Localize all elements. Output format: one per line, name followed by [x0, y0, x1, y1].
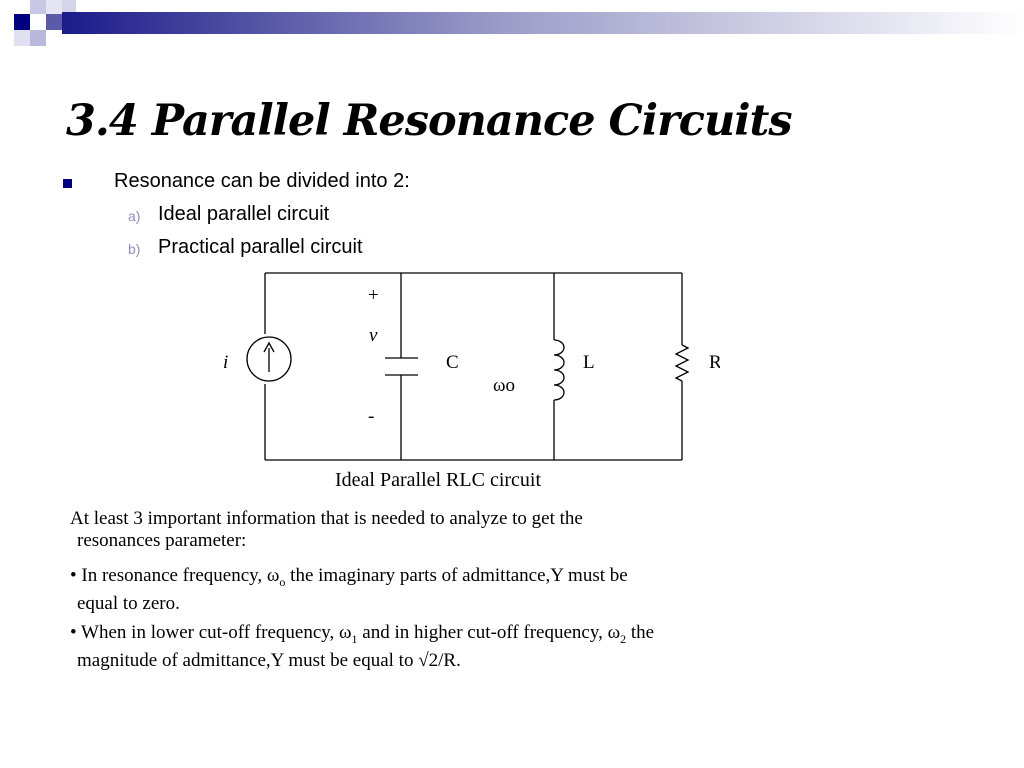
bullet-square-icon: [63, 179, 72, 188]
inductor-coil-icon: [553, 339, 565, 401]
rlc-circuit-diagram: + v - i C L R ωo: [223, 272, 720, 461]
voltage-v-label: v: [369, 325, 378, 346]
bullet-main: Resonance can be divided into 2:: [114, 170, 410, 192]
list-item-ideal: Ideal parallel circuit: [158, 203, 330, 225]
header-decoration: [0, 0, 1024, 46]
cutoff-text-rest: the: [626, 622, 655, 643]
resonance-text-prefix: • In resonance frequency, ω: [70, 565, 280, 586]
voltage-minus-label: -: [368, 406, 374, 427]
diagram-caption: Ideal Parallel RLC circuit: [335, 469, 542, 491]
cutoff-frequency-paragraph: • When in lower cut-off frequency, ω1 an…: [70, 622, 654, 672]
resonance-text-rest: the imaginary parts of admittance,Y must…: [285, 565, 628, 586]
omega-label: ωo: [493, 375, 515, 396]
resistor-zigzag-icon: [674, 344, 690, 382]
info-line-2: resonances parameter:: [77, 530, 247, 551]
cutoff-subscript-2: 2: [620, 631, 627, 646]
info-line-1: At least 3 important information that is…: [70, 508, 583, 529]
list-item-practical: Practical parallel circuit: [158, 236, 363, 258]
resonance-frequency-paragraph: • In resonance frequency, ωo the imagina…: [70, 565, 628, 615]
capacitor-label: C: [446, 352, 459, 373]
info-paragraph: At least 3 important information that is…: [70, 508, 583, 552]
resonance-line-2: equal to zero.: [77, 592, 180, 614]
cutoff-line-2: magnitude of admittance,Y must be equal …: [77, 649, 461, 671]
list-marker-a: a): [128, 208, 141, 224]
current-i-label: i: [223, 352, 228, 373]
cutoff-text-prefix: • When in lower cut-off frequency, ω: [70, 622, 352, 643]
cutoff-text-mid: and in higher cut-off frequency, ω: [357, 622, 621, 643]
slide-title: 3.4 Parallel Resonance Circuits: [66, 96, 793, 146]
cutoff-subscript-1: 1: [351, 631, 358, 646]
list-marker-b: b): [128, 241, 141, 257]
inductor-label: L: [583, 352, 595, 373]
resistor-label: R: [709, 352, 720, 373]
resonance-subscript: o: [279, 574, 286, 589]
current-source-icon: [246, 336, 292, 382]
current-arrow-head: [263, 341, 275, 353]
voltage-plus-label: +: [368, 285, 379, 306]
